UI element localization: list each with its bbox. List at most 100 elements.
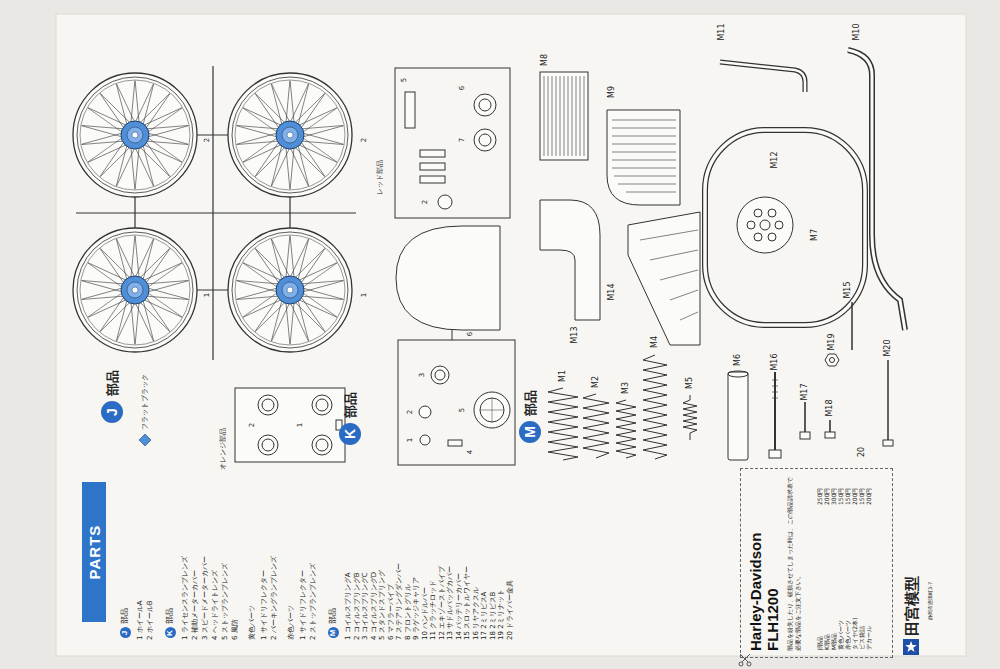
part-group-badge: M <box>519 421 541 443</box>
parts-list-item: 6 マフラーパイプ <box>387 584 394 640</box>
parts-list-item: 1 ライセンスランプレンズ <box>182 556 189 640</box>
metal-parts <box>540 50 905 460</box>
parts-list-item: 3 スピードメーターカバー <box>202 556 209 640</box>
price-row: 黄色パーツ <box>838 620 844 650</box>
price-row: 200円 <box>866 488 872 505</box>
part-number: M9 <box>608 86 616 98</box>
orange-sprue <box>262 399 274 411</box>
price-row: 150円 <box>838 488 844 505</box>
metal-parts <box>705 130 865 325</box>
part-group-badge: J <box>101 401 123 423</box>
parts-list-item: 2 ホイールB <box>147 601 154 640</box>
clear-sprue <box>480 398 504 422</box>
callout-number: 6 <box>459 86 466 90</box>
metal-parts <box>848 50 905 330</box>
group-letter: J <box>105 408 119 416</box>
part-number: M17 <box>801 383 809 400</box>
parts-illustration <box>73 73 197 197</box>
group-letter: M <box>329 630 337 637</box>
part-number: M7 <box>811 229 819 241</box>
parts-list-item: 3 コイルスプリングC <box>362 572 369 640</box>
price-row: J部品 <box>817 636 823 650</box>
price-row: 300円 <box>831 488 837 505</box>
orange-sprue <box>316 439 328 451</box>
red-sprue <box>420 163 445 170</box>
callout-number: 6 <box>467 332 474 336</box>
tamiya-logo <box>905 641 916 652</box>
group-heading: フラットブラック <box>142 374 149 430</box>
price-row: 赤色パーツ <box>845 620 851 650</box>
group-letter: M <box>523 426 537 438</box>
red-sprue <box>479 134 491 146</box>
metal-parts <box>540 72 588 160</box>
scissors-icon <box>747 662 751 666</box>
clear-sprue <box>398 340 515 465</box>
part-number: M2 <box>592 376 600 388</box>
red-sprue <box>405 92 415 128</box>
metal-parts <box>747 221 755 229</box>
parts-list-item: 11 クラッチロッド <box>430 580 437 640</box>
metal-parts <box>737 197 793 253</box>
part-number: M18 <box>826 399 834 416</box>
parts-list-item: 1 ホイールA <box>137 601 144 640</box>
metal-parts <box>769 450 781 458</box>
part-number: M10 <box>853 23 861 40</box>
part-group-badge: K <box>339 423 361 445</box>
section-title: PARTS <box>86 525 103 580</box>
parts-list-item: 17 2ミリビスA <box>481 592 488 640</box>
parts-list-item: 1 サイドリフレクター <box>300 570 307 640</box>
metal-parts <box>640 230 698 320</box>
clear-sprue <box>419 406 431 418</box>
callout-number: 5 <box>401 78 408 82</box>
parts-list-item: 19 2ミリナット <box>498 589 505 640</box>
parts-list-item: 部品 <box>166 608 174 624</box>
group-letter: K <box>343 429 357 439</box>
part-number: M15 <box>844 281 852 298</box>
maker-name: 田宮模型 <box>905 576 920 636</box>
callout-number: 1 <box>297 423 304 427</box>
callout-number: 2 <box>249 423 256 427</box>
parts-list-item: 14 バッテリーカバー <box>455 573 462 640</box>
parts-list-item: 赤色パーツ <box>288 605 295 640</box>
metal-parts <box>825 354 839 366</box>
metal-parts <box>616 400 636 458</box>
metal-parts <box>728 372 748 460</box>
parts-list-item: 1 サイドリフレクター <box>261 570 268 640</box>
metal-parts <box>728 371 748 377</box>
price-row: K部品 <box>824 634 830 650</box>
part-number: M8 <box>541 54 549 66</box>
metal-parts <box>848 50 905 330</box>
part-number: M3 <box>622 382 630 394</box>
price-row: 200円 <box>824 488 830 505</box>
price-row: M部品 <box>831 633 837 650</box>
parts-list-item: 4 ヘッドライトレンズ <box>212 570 219 640</box>
clear-sprue <box>435 370 445 380</box>
part-group-badge: M <box>328 628 339 639</box>
group-heading: 部品 <box>106 370 119 396</box>
price-row: タイヤ(2本) <box>852 618 858 651</box>
price-row: ビス袋詰 <box>859 626 865 650</box>
parts-list-item: 2 コイルスプリングB <box>353 573 360 640</box>
metal-parts <box>825 432 835 438</box>
parts-list-item: 2 ストップランプレンズ <box>310 563 317 640</box>
metal-parts <box>705 130 865 325</box>
part-number: M14 <box>608 283 616 300</box>
clear-sprue <box>480 398 504 422</box>
part-number: M20 <box>884 339 892 356</box>
metal-parts <box>800 432 810 439</box>
price-row: 150円 <box>859 488 865 505</box>
red-sprue <box>474 129 496 151</box>
clear-sprue <box>396 226 515 465</box>
parts-list-item: 部品 <box>121 608 129 624</box>
clear-sprue <box>431 366 449 384</box>
metal-parts <box>628 212 700 345</box>
parts-illustration <box>73 228 197 352</box>
clear-sprue <box>396 226 500 330</box>
clear-sprue <box>448 440 462 446</box>
part-number: M16 <box>771 353 779 370</box>
callout-number: 5 <box>459 408 466 412</box>
price-row: 250円 <box>817 488 823 505</box>
red-sprue <box>438 195 452 209</box>
